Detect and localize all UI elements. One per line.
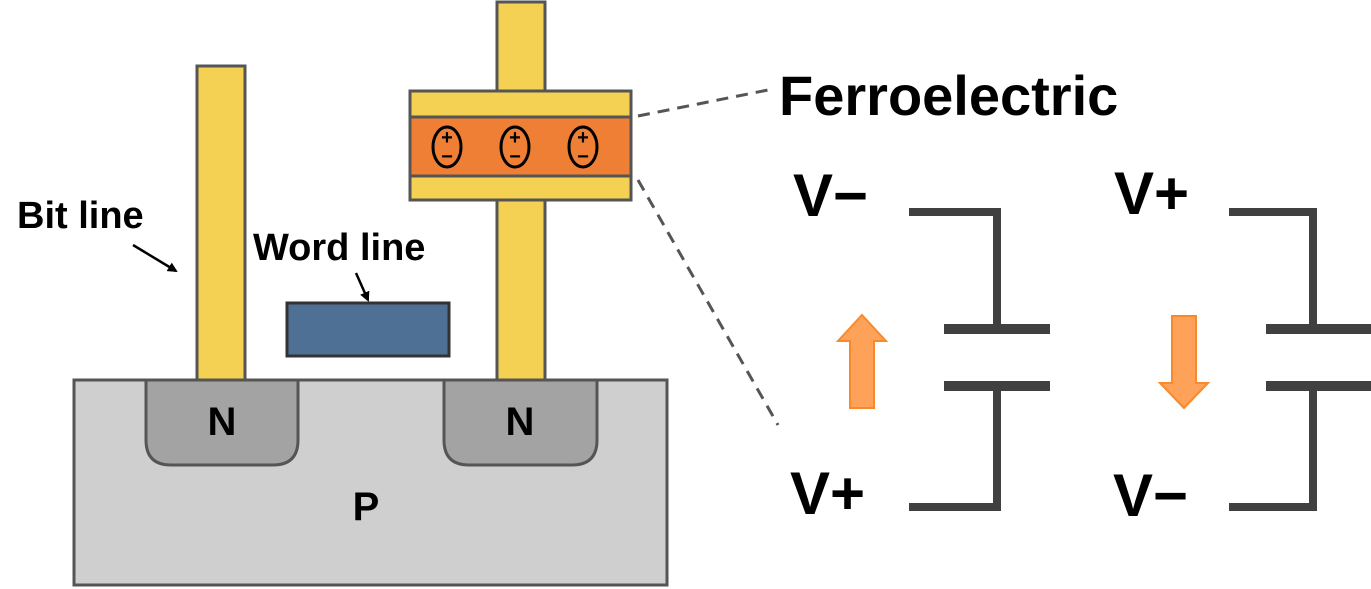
dipole-2: + −	[499, 125, 531, 169]
word-line-gate	[285, 301, 451, 358]
cap2-top-voltage: V+	[1114, 160, 1189, 227]
p-substrate-label: P	[353, 485, 380, 529]
zoom-line-top	[637, 88, 769, 118]
n-region-left	[144, 378, 300, 467]
bit-line-label: Bit line	[17, 195, 144, 237]
dipole-plus: +	[509, 127, 521, 149]
n-region-right	[442, 378, 599, 467]
dipole-1: + −	[431, 125, 463, 169]
word-line-pointer-arrow	[354, 272, 370, 302]
dipole-plus: +	[441, 127, 453, 149]
bit-line-pointer-arrow	[132, 243, 178, 273]
dipole-minus: −	[509, 146, 521, 168]
zoom-line-bottom	[636, 179, 780, 426]
polarization-up-arrow	[835, 313, 889, 409]
ferro-top-electrode	[408, 89, 633, 119]
dipole-plus: +	[577, 127, 589, 149]
n-right-label: N	[506, 400, 535, 444]
cap1-bottom-voltage: V+	[790, 460, 865, 527]
ferro-bottom-electrode	[408, 174, 633, 202]
bit-line-bar	[195, 64, 247, 382]
dipole-3: + −	[567, 125, 599, 169]
cap2-bottom-voltage: V−	[1113, 462, 1188, 529]
word-line-label: Word line	[253, 227, 425, 269]
dipole-minus: −	[441, 146, 453, 168]
capacitor-2	[1229, 208, 1371, 511]
capacitor-1	[909, 208, 1050, 511]
n-left-label: N	[208, 400, 237, 444]
cap1-top-voltage: V−	[793, 162, 868, 229]
dipole-minus: −	[577, 146, 589, 168]
polarization-down-arrow	[1157, 315, 1211, 410]
ferroelectric-label: Ferroelectric	[779, 64, 1118, 127]
